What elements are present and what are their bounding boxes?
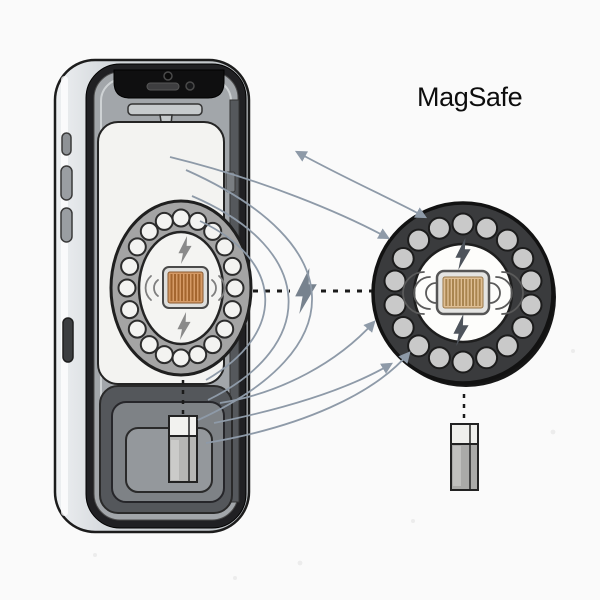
magnet-dot: [511, 316, 535, 339]
magnet-dot: [519, 269, 543, 293]
sensor-dot-icon: [185, 81, 195, 91]
magnet-dot: [188, 211, 208, 231]
magnet-dot: [127, 237, 147, 257]
magnet-dot: [171, 348, 191, 368]
magnet-dot: [154, 345, 174, 365]
field-line: [191, 195, 290, 401]
magnet-dot: [120, 300, 140, 320]
field-line-arrow: [294, 150, 428, 219]
phone-ring-magnets: [117, 208, 245, 368]
magnet-dot: [203, 335, 223, 355]
magnet-dot: [215, 319, 235, 339]
phone-cutaway: [53, 58, 253, 534]
magnet-dot: [511, 247, 535, 270]
magnet-dot: [427, 346, 451, 370]
energy-transfer-bolt-icon: [295, 268, 317, 314]
magnet-dot: [407, 334, 431, 358]
magnet-dot: [215, 237, 235, 257]
wireless-wave-icon: [211, 275, 226, 301]
magnet-dot: [225, 278, 245, 298]
magnet-dot: [391, 247, 415, 270]
volume-down-button: [60, 207, 73, 243]
field-line: [199, 220, 267, 381]
magnet-dot: [451, 212, 475, 236]
wireless-wave-icon: [489, 271, 524, 315]
charger-ring-magnets: [383, 212, 543, 374]
wireless-wave-icon: [144, 275, 159, 301]
field-line-arrow: [205, 351, 411, 444]
charger-charging-coil: [402, 237, 524, 347]
magnet-dot: [139, 335, 159, 355]
internal-bracket-bar: [127, 103, 203, 116]
magnet-dot: [222, 256, 242, 276]
earpiece-speaker: [146, 82, 180, 91]
magnet-dot: [127, 319, 147, 339]
field-line-arrow: [219, 320, 376, 404]
volume-up-button: [60, 165, 73, 201]
magnet-dot: [475, 216, 499, 240]
magnetic-field-lines: [169, 150, 428, 444]
phone-alignment-magnet-bar: [168, 415, 198, 483]
magnet-dot: [407, 228, 431, 252]
field-line-arrow: [169, 156, 391, 240]
magnet-dot: [171, 208, 191, 228]
magsafe-charger: [371, 201, 556, 491]
front-camera-icon: [163, 71, 173, 81]
mute-switch: [61, 132, 72, 156]
field-line: [185, 169, 313, 421]
magnet-dot: [391, 316, 415, 339]
magnet-dot: [117, 278, 137, 298]
magsafe-title: MagSafe: [417, 82, 523, 112]
magnet-dot: [383, 293, 407, 317]
magnet-dot: [519, 293, 543, 317]
magnet-dot: [154, 211, 174, 231]
magnet-dot: [139, 221, 159, 241]
magnet-dot: [451, 350, 475, 374]
phone-coil-stripes: [170, 274, 201, 301]
magnet-dot: [383, 269, 407, 293]
magnet-dot: [495, 334, 519, 358]
magnet-dot: [475, 346, 499, 370]
magnet-dot: [188, 345, 208, 365]
magnet-dot: [427, 216, 451, 240]
field-line-arrow: [213, 362, 394, 424]
phone-charging-coil: [144, 236, 226, 340]
charger-alignment-magnet-bar: [450, 423, 479, 491]
magnet-dot: [120, 256, 140, 276]
wireless-wave-icon: [402, 271, 437, 315]
magnet-dot: [203, 221, 223, 241]
magnet-dot: [222, 300, 242, 320]
charger-coil-stripes: [445, 279, 481, 306]
power-button: [62, 317, 74, 363]
magnet-dot: [495, 228, 519, 252]
